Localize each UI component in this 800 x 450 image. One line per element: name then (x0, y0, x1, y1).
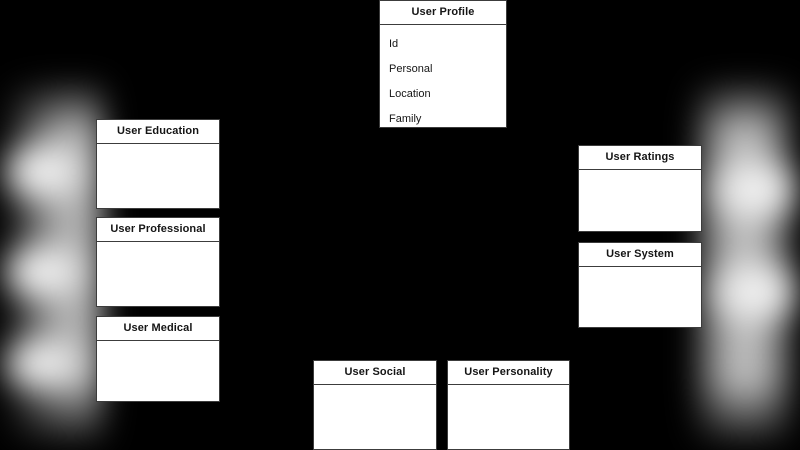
class-box-user-education[interactable]: User Education (96, 119, 220, 209)
class-attributes-user-social (314, 385, 436, 449)
class-title-user-system: User System (579, 243, 701, 267)
class-attributes-user-medical (97, 341, 219, 401)
class-title-user-personality: User Personality (448, 361, 569, 385)
class-title-user-profile: User Profile (380, 1, 506, 25)
class-title-user-social: User Social (314, 361, 436, 385)
right-letterbox-blur (690, 0, 800, 450)
class-box-user-personality[interactable]: User Personality (447, 360, 570, 450)
class-attributes-user-personality (448, 385, 569, 449)
class-box-user-medical[interactable]: User Medical (96, 316, 220, 402)
class-attribute: Personal (389, 63, 433, 75)
left-letterbox-blur (0, 0, 110, 450)
class-box-user-social[interactable]: User Social (313, 360, 437, 450)
class-title-user-medical: User Medical (97, 317, 219, 341)
class-title-user-ratings: User Ratings (579, 146, 701, 170)
class-box-user-system[interactable]: User System (578, 242, 702, 328)
class-attributes-user-professional (97, 242, 219, 306)
class-title-user-education: User Education (97, 120, 219, 144)
class-attribute: Family (389, 113, 422, 125)
class-attributes-user-ratings (579, 170, 701, 231)
class-title-user-professional: User Professional (97, 218, 219, 242)
class-attribute: Id (389, 38, 399, 50)
class-attributes-user-system (579, 267, 701, 327)
class-box-user-professional[interactable]: User Professional (96, 217, 220, 307)
class-box-user-ratings[interactable]: User Ratings (578, 145, 702, 232)
class-attributes-user-education (97, 144, 219, 208)
class-attribute: Location (389, 88, 431, 100)
